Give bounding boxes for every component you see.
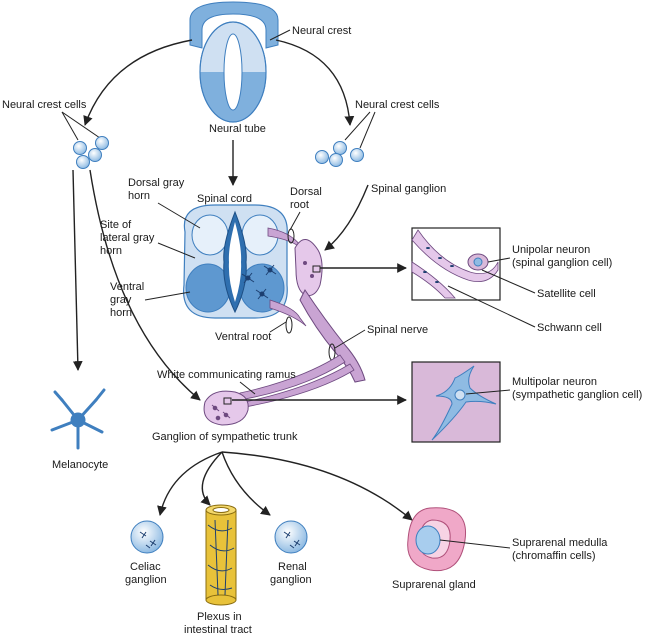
sympathetic-inset-marker <box>223 397 232 405</box>
label-multipolar-2: (sympathetic ganglion cell) <box>512 389 642 401</box>
intestinal-plexus <box>205 504 237 606</box>
label-melanocyte: Melanocyte <box>52 459 108 471</box>
label-site-lateral-1: Site of <box>100 219 132 231</box>
label-unipolar-1: Unipolar neuron <box>512 244 590 256</box>
label-site-lateral-2: lateral gray <box>100 232 155 244</box>
label-spinal-cord: Spinal cord <box>197 193 252 205</box>
label-suprarenal-medulla-1: Suprarenal medulla <box>512 537 608 549</box>
neural-crest-cells-right <box>315 141 364 167</box>
melanocyte <box>50 388 106 450</box>
label-ventral-gray-1: Ventral <box>110 281 144 293</box>
neural-tube-lumen <box>223 33 243 111</box>
spinal-ganglion-inset-marker <box>312 265 321 273</box>
label-dorsal-root-1: Dorsal <box>290 186 322 198</box>
label-site-lateral-3: horn <box>100 245 122 257</box>
label-unipolar-2: (spinal ganglion cell) <box>512 257 612 269</box>
label-neural-crest: Neural crest <box>292 25 351 37</box>
neural-crest-cap <box>189 1 279 49</box>
label-neural-tube: Neural tube <box>209 123 266 135</box>
label-ncc-right: Neural crest cells <box>355 99 440 111</box>
label-ventral-gray-2: gray <box>110 294 132 306</box>
neural-crest-cells-left <box>73 136 109 169</box>
dorsal-gray-horn-left <box>191 214 229 256</box>
suprarenal-gland <box>407 507 467 572</box>
label-ventral-gray-3: horn <box>110 307 132 319</box>
spinal-cord <box>183 204 288 319</box>
label-celiac-2: ganglion <box>125 574 167 586</box>
label-ventral-root: Ventral root <box>215 331 271 343</box>
label-satellite-cell: Satellite cell <box>537 288 596 300</box>
label-renal-2: ganglion <box>270 574 312 586</box>
label-renal-1: Renal <box>278 561 307 573</box>
label-spinal-nerve: Spinal nerve <box>367 324 428 336</box>
spinal-ganglion <box>294 239 323 296</box>
label-spinal-ganglion: Spinal ganglion <box>371 183 446 195</box>
spinal-nerve-roots <box>239 227 366 408</box>
renal-ganglion <box>274 520 308 554</box>
label-multipolar-1: Multipolar neuron <box>512 376 597 388</box>
label-white-ramus: White communicating ramus <box>157 369 296 381</box>
inset-multipolar-neuron <box>411 361 501 443</box>
spinal-nerve <box>299 289 366 383</box>
label-plexus-1: Plexus in <box>197 611 242 623</box>
label-celiac-1: Celiac <box>130 561 161 573</box>
label-dorsal-root-2: root <box>290 199 309 211</box>
celiac-ganglion <box>130 520 164 554</box>
label-ncc-left: Neural crest cells <box>2 99 87 111</box>
label-ganglion-symp: Ganglion of sympathetic trunk <box>152 431 298 443</box>
label-dorsal-gray-1: Dorsal gray <box>128 177 185 189</box>
ganglion-sympathetic-trunk <box>203 390 249 426</box>
label-suprarenal-medulla-2: (chromaffin cells) <box>512 550 596 562</box>
neural-tube <box>189 1 279 123</box>
label-suprarenal-gland: Suprarenal gland <box>392 579 476 591</box>
label-dorsal-gray-2: horn <box>128 190 150 202</box>
label-schwann-cell: Schwann cell <box>537 322 602 334</box>
label-plexus-2: intestinal tract <box>184 624 252 636</box>
inset-unipolar-neuron <box>411 227 501 301</box>
